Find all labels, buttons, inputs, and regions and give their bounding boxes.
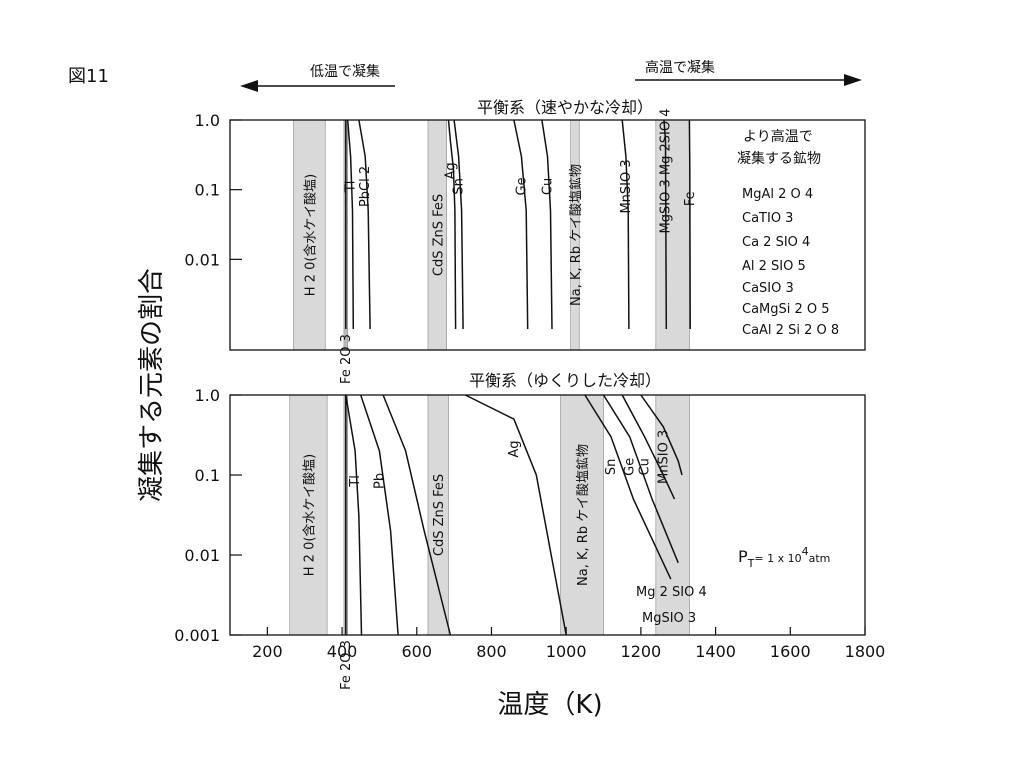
series-line <box>359 394 399 636</box>
series-label: Fe 2O 3 <box>339 334 354 384</box>
x-tick-label: 400 <box>327 642 358 661</box>
low-temp-arrow <box>240 80 395 92</box>
series-label: Ge <box>623 458 638 476</box>
series-line <box>602 394 679 564</box>
high-temp-arrow <box>635 74 862 86</box>
band-4 <box>655 394 690 636</box>
x-tick-label: 1000 <box>546 642 587 661</box>
pressure-label: PT= 1 x 104atm <box>738 545 830 570</box>
pressure-exp: 4 <box>802 545 809 558</box>
x-tick-label: 800 <box>476 642 507 661</box>
series-label: Ag <box>507 441 522 458</box>
series-line <box>663 119 668 330</box>
series-label: Cu <box>541 178 556 195</box>
high-temp-label: 高温で凝集 <box>645 59 715 76</box>
series-line <box>345 394 363 636</box>
x-tick-label: 1800 <box>845 642 886 661</box>
series-label: Fe <box>683 191 698 206</box>
y-tick-label: 0.1 <box>195 466 220 485</box>
series-line <box>640 394 683 476</box>
mgsio3-label: MgSIO 3 <box>642 611 696 626</box>
y-tick-label: 0.1 <box>195 181 220 200</box>
mg2sio4-label: Mg 2 SIO 4 <box>636 585 707 600</box>
series-line <box>541 119 553 330</box>
band-label: Na, K, Rb ケイ酸塩鉱物 <box>568 164 584 306</box>
series-label: Tl <box>348 475 363 488</box>
y-axis-label: 凝集する元素の割合 <box>137 268 167 502</box>
band-3 <box>560 394 604 636</box>
series-label: PbCl 2 <box>358 166 373 207</box>
series-label: Ag <box>443 162 458 179</box>
top-plot-frame <box>229 119 866 351</box>
series-line <box>621 394 676 500</box>
series-label: MgSIO 3 Mg 2SIO 4 <box>659 109 674 234</box>
bottom-ticks: 1.0 0.1 0.01 0.001 200 400 600 800 1000 1200 1400 1… <box>174 386 885 661</box>
series-label: MnSIO 3 <box>656 430 671 484</box>
x-tick-label: 200 <box>252 642 283 661</box>
series-line <box>584 394 672 580</box>
series-label: Fe 2O 3 <box>339 640 354 690</box>
figure-label: 図11 <box>68 66 109 87</box>
band-0 <box>289 394 328 636</box>
series-label: Cu <box>638 458 653 475</box>
legend-line: Ca 2 SIO 4 <box>742 235 810 250</box>
y-tick-label: 0.01 <box>184 546 220 565</box>
legend-line: CaTIO 3 <box>742 211 793 226</box>
x-axis-label: 温度（K) <box>497 690 602 720</box>
top-ticks: 1.0 0.1 0.01 <box>184 111 242 269</box>
low-temp-label: 低温で凝集 <box>310 63 380 80</box>
bottom-bands: H 2 0(含水ケイ酸塩) CdS ZnS FeS Na, K, Rb ケイ酸塩鉱物 <box>289 394 690 636</box>
series-line <box>447 119 457 330</box>
band-label: CdS ZnS FeS <box>431 194 446 276</box>
series-label: Pb <box>372 473 387 489</box>
series-label: Sn <box>452 178 467 195</box>
y-tick-label: 0.001 <box>174 626 220 645</box>
series-label: Sn <box>604 459 619 476</box>
x-tick-label: 600 <box>401 642 432 661</box>
series-line <box>453 119 464 330</box>
y-tick-label: 0.01 <box>184 250 220 269</box>
legend-line: CaMgSi 2 O 5 <box>742 302 830 317</box>
legend-line: CaAl 2 Si 2 O 8 <box>742 323 839 338</box>
series-label: MnSIO 3 <box>619 159 634 213</box>
bottom-panel-title: 平衡系（ゆくりした冷却） <box>469 371 661 390</box>
series-line <box>346 119 355 330</box>
x-tick-label: 1400 <box>695 642 736 661</box>
series-line <box>513 119 529 330</box>
series-line <box>464 394 567 636</box>
legend-line: CaSIO 3 <box>742 281 794 296</box>
x-tick-label: 1600 <box>770 642 811 661</box>
bottom-plot-frame <box>229 394 866 636</box>
pressure-value: = 1 x 10 <box>754 552 801 565</box>
band-label: H 2 0(含水ケイ酸塩) <box>302 174 318 296</box>
legend-line: より高温で <box>743 128 813 145</box>
series-line <box>358 119 371 330</box>
band-label: CdS ZnS FeS <box>432 474 447 556</box>
series-label: Tl <box>344 181 359 194</box>
series-line <box>621 119 630 330</box>
x-tick-label: 1200 <box>621 642 662 661</box>
series-line <box>688 119 691 330</box>
series-label: Ge <box>514 177 529 195</box>
legend-line: Al 2 SIO 5 <box>742 259 806 274</box>
legend-line: 凝集する鉱物 <box>737 150 821 167</box>
pressure-unit: atm <box>809 552 831 565</box>
y-tick-label: 1.0 <box>195 386 220 405</box>
pressure-p: P <box>738 547 748 566</box>
band-label: H 2 0(含水ケイ酸塩) <box>301 454 317 576</box>
pressure-sub: T <box>747 557 755 570</box>
top-legend: より高温で 凝集する鉱物 MgAl 2 O 4 CaTIO 3 Ca 2 SIO… <box>737 128 839 338</box>
legend-line: MgAl 2 O 4 <box>742 187 813 202</box>
band-0 <box>293 119 326 351</box>
series-line <box>382 394 452 636</box>
y-tick-label: 1.0 <box>195 111 220 130</box>
top-panel-title: 平衡系（速やかな冷却） <box>477 98 653 117</box>
band-label: Na, K, Rb ケイ酸塩鉱物 <box>575 444 591 586</box>
